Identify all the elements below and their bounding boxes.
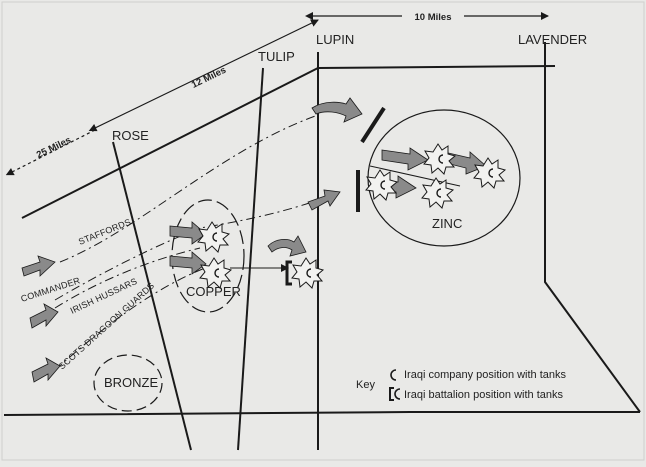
battalion-bracket: [285, 260, 292, 286]
distance-line-10-miles: 10 Miles: [305, 9, 549, 23]
phase-line-rose: [112, 141, 192, 451]
label-tulip: TULIP: [258, 49, 295, 64]
label-lavender: LAVENDER: [518, 32, 587, 47]
iraqi-position-marks: [212, 154, 494, 278]
arrow-copper-curve: [267, 235, 307, 257]
distance-label-25-miles: 25 Miles: [35, 135, 73, 161]
key-battalion-bracket-icon: [389, 387, 394, 401]
objective-zinc-label: ZINC: [432, 216, 462, 231]
southern-boundary: [3, 411, 640, 416]
key-company-icon: [390, 369, 397, 381]
label-lupin: LUPIN: [316, 32, 354, 47]
distance-label-10-miles: 10 Miles: [415, 12, 452, 23]
advance-routes: [54, 114, 319, 371]
key-company-text: Iraqi company position with tanks: [404, 369, 567, 381]
distance-line-25-miles: 25 Miles: [5, 129, 96, 176]
label-rose: ROSE: [112, 128, 149, 143]
route-scots-dragoon: [54, 267, 206, 371]
key-battalion-text: Iraqi battalion position with tanks: [404, 389, 563, 401]
map-key: Key Iraqi company position with tanks Ir…: [356, 369, 567, 401]
arrow-copper-north: [169, 221, 207, 245]
obstacle-bar-north: [360, 106, 386, 144]
key-title: Key: [356, 379, 375, 391]
objective-bronze-boundary: [93, 354, 163, 412]
key-battalion-icon: [394, 388, 401, 400]
boundary-lines: [3, 42, 641, 451]
phase-line-tulip: [237, 67, 264, 451]
arrow-copper-south: [169, 251, 207, 275]
objective-copper-label: COPPER: [186, 284, 241, 299]
arrow-staffords-start: [21, 255, 56, 277]
northern-boundary: [21, 65, 556, 219]
phase-line-lavender: [544, 42, 641, 413]
arrow-lupin-north: [311, 97, 363, 123]
objective-bronze-label: BRONZE: [104, 375, 159, 390]
route-irish-hussars: [54, 247, 201, 309]
unit-label-staffords: STAFFORDS: [77, 217, 132, 247]
arrow-irish-hussars-start: [29, 303, 59, 329]
arrow-lupin-south: [307, 189, 341, 211]
arrow-zinc-1: [381, 147, 429, 171]
distance-label-12-miles: 12 Miles: [190, 65, 228, 91]
arrow-scots-dragoon-start: [31, 357, 61, 383]
route-commander: [54, 199, 319, 301]
distance-line-12-miles: 12 Miles: [88, 19, 319, 132]
